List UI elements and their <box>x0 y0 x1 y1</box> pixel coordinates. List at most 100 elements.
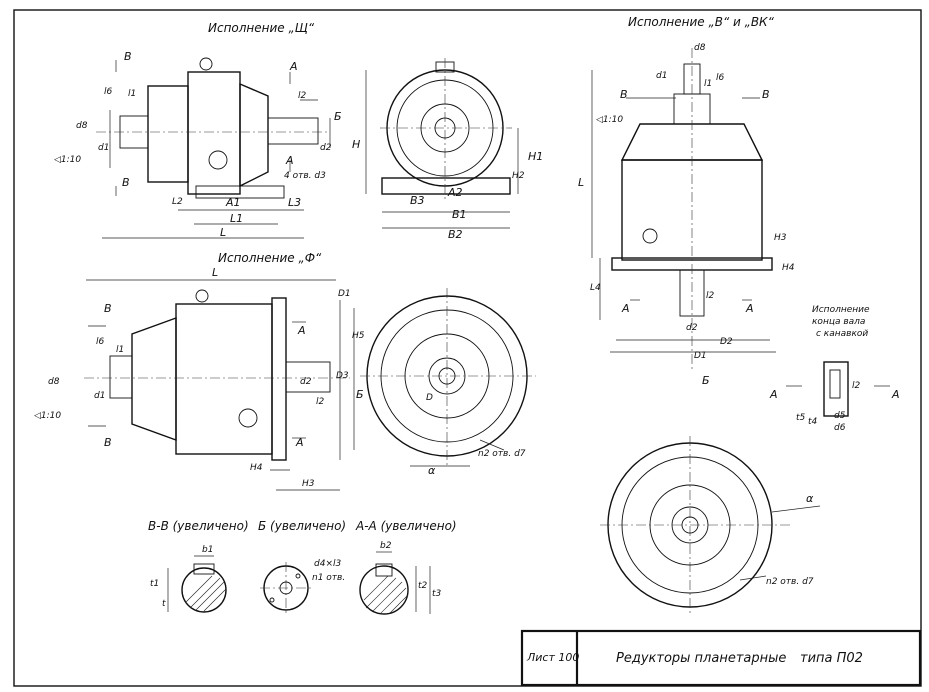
dim-shch-a1: А <box>289 60 298 73</box>
dim-f-d1: d1 <box>94 391 105 401</box>
dim-vk-H4: H4 <box>782 263 795 273</box>
view-shch-end <box>365 58 519 229</box>
shaft-end-t4: t4 <box>808 417 818 427</box>
dim-shch-d1: d1 <box>98 143 109 153</box>
section-aa-title: А-А (увеличено) <box>355 519 457 533</box>
sec-t: t <box>162 599 166 609</box>
dim-f-H4: H4 <box>250 463 263 473</box>
dim-br-alpha: α <box>806 492 814 505</box>
dim-vk-D2: D2 <box>720 337 733 347</box>
title-sheet: Лист 100 <box>526 651 579 664</box>
dim-f-taper: ◁1:10 <box>34 411 61 421</box>
shaft-end-title-1: Исполнение <box>812 305 870 315</box>
dim-f-d2: d2 <box>300 377 312 387</box>
view-f-end: α D n2 отв. d7 <box>360 288 536 477</box>
view-bottom-right: α n2 отв. d7 <box>600 436 821 616</box>
dim-f-v1: В <box>104 302 112 315</box>
dim-shch-l2: l2 <box>298 91 307 101</box>
section-b-title: Б (увеличено) <box>258 519 346 533</box>
dim-vk-a1: А <box>621 302 630 315</box>
dim-vk-v1: В <box>620 88 628 101</box>
dim-shch-L1: L1 <box>230 212 243 225</box>
dim-f-D: D <box>426 393 433 403</box>
dim-shch-L3: L3 <box>288 196 301 209</box>
dim-vk-v2: В <box>762 88 770 101</box>
view-f-title: Исполнение „Ф“ <box>218 251 322 265</box>
dim-vk-H3: H3 <box>774 233 787 243</box>
dim-f-alpha: α <box>428 464 436 477</box>
dim-shch-taper: ◁1:10 <box>54 155 81 165</box>
dim-vk-L: L <box>578 176 584 189</box>
dim-vk-l1: l1 <box>704 79 712 89</box>
dim-shch-H2: H2 <box>512 171 525 181</box>
dim-shch-d2: d2 <box>320 143 332 153</box>
dim-vk-d1: d1 <box>656 71 667 81</box>
sec-b1: b1 <box>202 545 213 555</box>
sec-t3: t3 <box>432 589 442 599</box>
dim-vk-l2: l2 <box>706 291 715 301</box>
dim-f-l6: l6 <box>96 337 105 347</box>
dim-vk-l6: l6 <box>716 73 725 83</box>
dim-vk-L4: L4 <box>590 283 601 293</box>
sec-d4l3: d4×l3 <box>314 559 341 569</box>
view-f: Исполнение „Ф“ L D1 В В А А Б l6 l1 d8 d… <box>34 251 365 491</box>
dim-f-H3: H3 <box>302 479 315 489</box>
sec-b2: b2 <box>380 541 392 551</box>
sheet-border <box>13 9 922 687</box>
dim-f-H5: H5 <box>352 331 365 341</box>
dim-shch-a2: А <box>285 154 294 167</box>
dim-shch-H1: H1 <box>528 150 543 163</box>
shaft-end-title-3: с канавкой <box>816 329 868 339</box>
dim-vk-D1: D1 <box>694 351 707 361</box>
dim-shch-l6: l6 <box>104 87 113 97</box>
dim-vk-b: Б <box>702 374 710 387</box>
shaft-end-l2: l2 <box>852 381 861 391</box>
dim-shch-A1: A1 <box>225 196 241 209</box>
dim-shch-v2: В <box>122 176 130 189</box>
shaft-end-d5: d5 <box>834 411 846 421</box>
dim-f-d8: d8 <box>48 377 60 387</box>
shaft-end-title-2: конца вала <box>812 317 865 327</box>
dim-shch-B1: B1 <box>452 208 467 221</box>
dim-vk-d2: d2 <box>686 323 698 333</box>
dim-shch-B2: B2 <box>448 228 463 241</box>
dim-f-l1: l1 <box>116 345 124 355</box>
title-name: Редукторы планетарные <box>616 651 786 666</box>
dim-br-holes: n2 отв. d7 <box>766 577 814 587</box>
dim-f-L: L <box>212 266 218 279</box>
dim-f-v2: В <box>104 436 112 449</box>
dim-shch-holes: 4 отв. d3 <box>284 171 326 181</box>
dim-shch-B3: B3 <box>410 194 425 207</box>
dim-shch-b: Б <box>334 110 342 123</box>
view-shch-title: Исполнение „Щ“ <box>208 21 315 35</box>
shaft-end-a2: А <box>891 388 900 401</box>
dim-shch-v1: В <box>124 50 132 63</box>
title-type: типа П02 <box>800 651 863 666</box>
dim-shch-l1: l1 <box>128 89 136 99</box>
dim-f-D3: D3 <box>336 371 349 381</box>
dim-f-a1: А <box>297 324 306 337</box>
dim-vk-d8: d8 <box>694 43 706 53</box>
sections: В-В (увеличено) Б (увеличено) А-А (увели… <box>148 519 457 615</box>
sec-t2: t2 <box>418 581 428 591</box>
dim-f-holes: n2 отв. d7 <box>478 449 526 459</box>
dim-f-b: Б <box>356 388 364 401</box>
sec-t1: t1 <box>150 579 159 589</box>
dim-shch-L: L <box>220 226 226 239</box>
dim-shch-A2: A2 <box>447 186 463 199</box>
dim-shch-d8: d8 <box>76 121 88 131</box>
view-shaft-end: Исполнение конца вала с канавкой А А l2 … <box>769 305 900 433</box>
view-shch: Исполнение „Щ“ В В А А Б l6 l1 l2 d8 d1 … <box>54 21 543 241</box>
shaft-end-t5: t5 <box>796 413 806 423</box>
dim-f-a2: А <box>295 436 304 449</box>
dim-vk-a2: А <box>745 302 754 315</box>
sec-n1: n1 отв. <box>312 573 345 583</box>
view-v-vk: Исполнение „В“ и „ВК“ d8 d1 l1 l6 В В ◁1… <box>578 15 795 387</box>
view-v-vk-title: Исполнение „В“ и „ВК“ <box>628 15 775 29</box>
dim-f-l2: l2 <box>316 397 325 407</box>
dim-shch-H: H <box>352 138 360 151</box>
shaft-end-d6: d6 <box>834 423 846 433</box>
section-vv-title: В-В (увеличено) <box>148 519 249 533</box>
title-block: Лист 100 Редукторы планетарные типа П02 <box>520 629 922 687</box>
